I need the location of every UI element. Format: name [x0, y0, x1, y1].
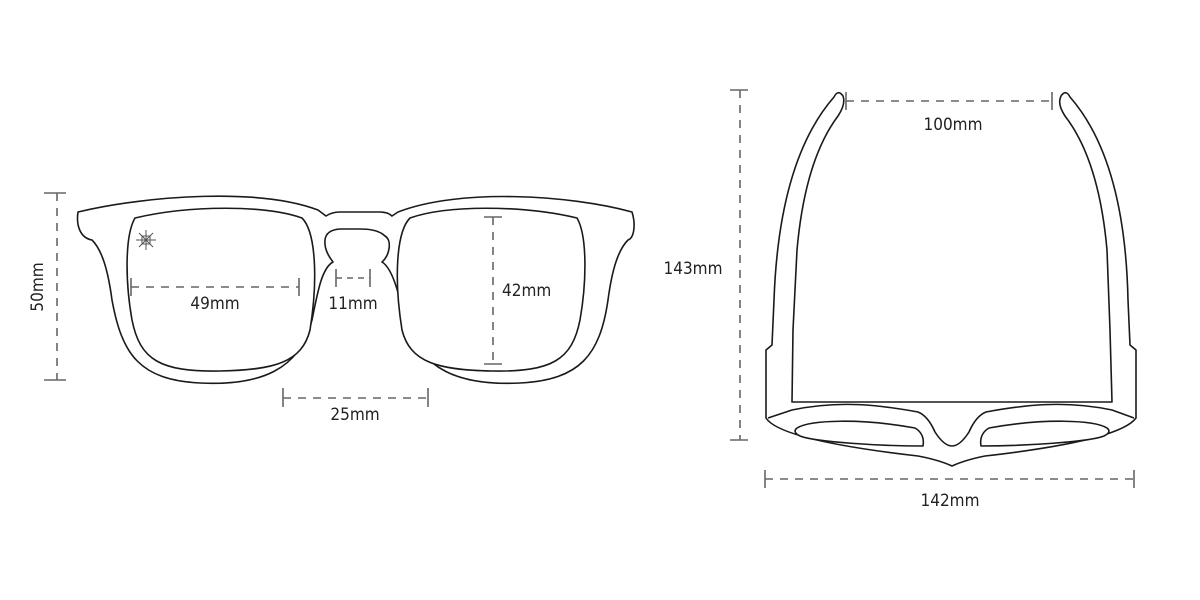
bridge-width-label: 11mm — [328, 294, 377, 314]
top-left-lens — [794, 420, 925, 447]
lens-height-label: 42mm — [502, 281, 551, 301]
frame-height-label: 50mm — [28, 262, 48, 311]
left-lens — [126, 207, 316, 372]
knot-logo-icon — [136, 230, 156, 250]
frame-width-label: 142mm — [921, 491, 980, 511]
top-right-lens — [979, 420, 1110, 447]
right-lens — [396, 207, 586, 372]
lens-spacing-label: 25mm — [330, 405, 379, 425]
lens-width-label: 49mm — [190, 294, 239, 314]
top-front-inner — [767, 403, 1135, 447]
total-length-label: 143mm — [664, 259, 723, 279]
temple-gap-label: 100mm — [924, 115, 983, 135]
top-view: 143mm 100mm 142mm — [664, 89, 1137, 511]
front-view: 50mm 49mm 11mm 42mm 25mm — [28, 192, 635, 425]
